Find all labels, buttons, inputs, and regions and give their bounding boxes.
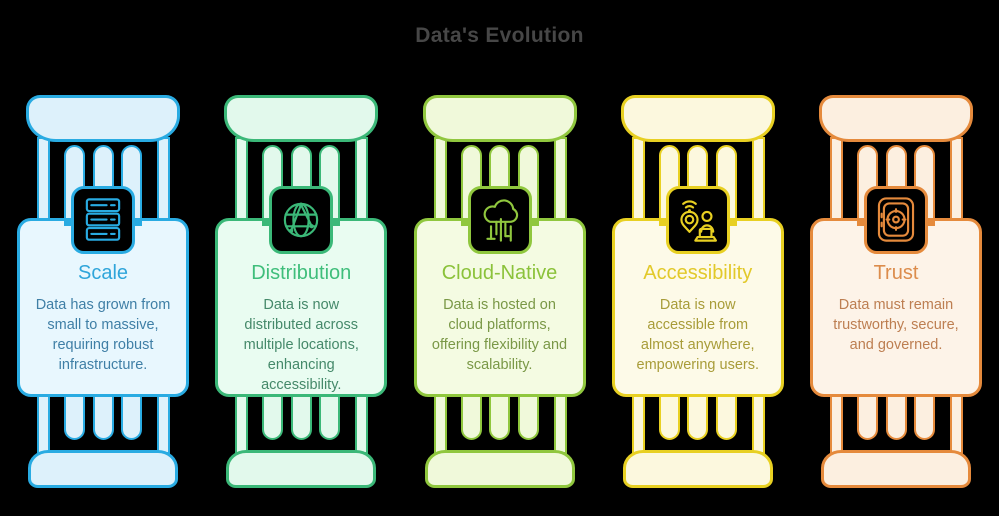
pillar-shaft: [517, 392, 539, 440]
icon-box: [658, 186, 737, 254]
pillar-column: [235, 392, 249, 454]
pillar-title: Accessibility: [643, 262, 753, 284]
pillar-title: Cloud-Native: [441, 262, 558, 284]
pillar-column: [950, 392, 963, 454]
pillar-description: Data has grown from small to massive, re…: [35, 297, 171, 373]
pillar-column: [235, 137, 249, 223]
pillar-shaft: [64, 392, 85, 440]
pillar-shaft: [262, 392, 284, 440]
pillar-capital: [224, 95, 379, 142]
safe-vault-icon: [877, 197, 915, 242]
pillar-shaft: [715, 392, 737, 440]
pillar-title: Trust: [873, 262, 919, 284]
pillar-column: [37, 392, 50, 454]
pillar-title: Scale: [77, 262, 129, 284]
pillar-distribution: Distribution Data is now distributed acr…: [208, 95, 394, 491]
pillar-capital: [620, 95, 775, 142]
pillar-shaft: [92, 392, 114, 440]
pillars-row: Scale Data has grown from small to massi…: [10, 95, 989, 491]
pillar-column: [950, 137, 963, 223]
pillar-column: [631, 137, 645, 223]
pillar-column: [553, 137, 567, 223]
pillar-column: [751, 137, 765, 223]
pillar-capital: [26, 95, 180, 142]
pillar-column: [553, 392, 567, 454]
pillar-base: [226, 450, 377, 488]
pillar-shaft: [658, 392, 680, 440]
server-stack-icon: [85, 198, 121, 241]
pillar-column: [355, 137, 369, 223]
pillar-column: [830, 392, 843, 454]
page-title: Data's Evolution: [415, 24, 584, 47]
pillar-column: [631, 392, 645, 454]
pillar-shaft: [857, 392, 878, 440]
pillar-shaft: [290, 392, 312, 440]
pillar-card: Trust Data must remain trustworthy, secu…: [810, 218, 982, 397]
cloud-platform-icon: [483, 199, 518, 242]
icon-box: [460, 186, 539, 254]
pillar-base: [821, 450, 971, 488]
pillar-description: Data is now distributed across multiple …: [243, 297, 359, 393]
pillar-capital: [422, 95, 577, 142]
pillar-shaft: [319, 392, 341, 440]
pillar-description: Data must remain trustworthy, secure, an…: [833, 297, 959, 353]
icon-box: [857, 186, 935, 254]
pillar-shaft: [914, 392, 935, 440]
pillar-shaft: [121, 392, 142, 440]
remote-users-icon: [680, 200, 717, 242]
pillar-column: [157, 392, 170, 454]
globe-network-icon: [284, 202, 319, 238]
icon-box: [64, 186, 142, 254]
pillar-column: [157, 137, 170, 223]
pillar-shaft: [489, 392, 510, 440]
pillar-column: [355, 392, 369, 454]
pillar-description: Data is now accessible from almost anywh…: [636, 297, 760, 373]
pillar-shaft: [460, 392, 482, 440]
pillar-title: Distribution: [251, 262, 352, 284]
pillar-capital: [819, 95, 973, 142]
pillar-shaft: [885, 392, 907, 440]
pillar-scale: Scale Data has grown from small to massi…: [10, 95, 196, 491]
pillar-trust: Trust Data must remain trustworthy, secu…: [803, 95, 989, 491]
icon-box: [262, 186, 341, 254]
pillar-base: [28, 450, 178, 488]
pillar-column: [433, 137, 447, 223]
pillar-card: Distribution Data is now distributed acr…: [215, 218, 388, 397]
pillar-description: Data is hosted on cloud platforms, offer…: [431, 297, 568, 373]
pillar-base: [424, 450, 575, 488]
pillar-cloud-native: Cloud-Native Data is hosted on cloud pla…: [407, 95, 593, 491]
pillar-column: [830, 137, 843, 223]
pillar-column: [37, 137, 50, 223]
pillar-column: [751, 392, 765, 454]
pillar-column: [433, 392, 447, 454]
pillar-base: [622, 450, 773, 488]
pillar-shaft: [687, 392, 709, 440]
pillar-accessibility: Accessibility Data is now accessible fro…: [605, 95, 791, 491]
